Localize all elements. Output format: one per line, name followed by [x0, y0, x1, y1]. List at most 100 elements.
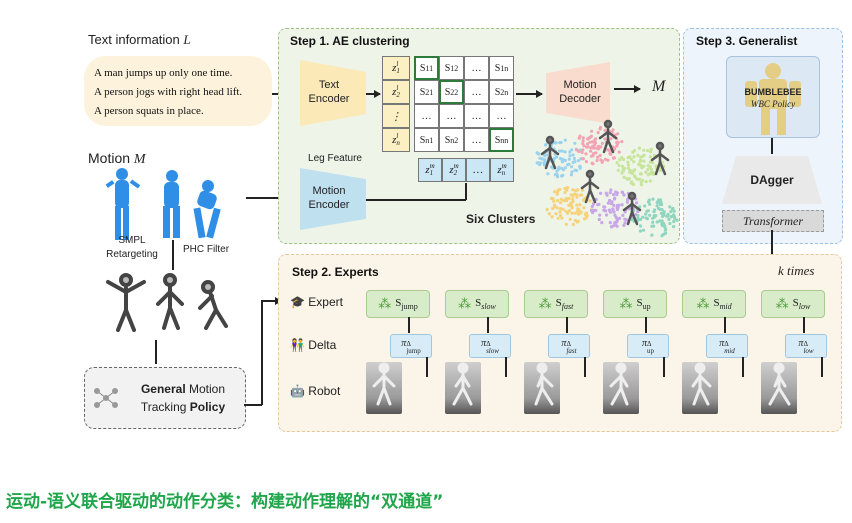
robot-pose-icon: [768, 362, 791, 406]
arrow-robot-to-delta: [821, 357, 823, 377]
network-icon: ⁂: [458, 296, 472, 311]
text-encoder: [300, 60, 366, 126]
general-motion-tracking-policy: General Motion Tracking Policy: [84, 367, 246, 429]
text-info-label: Text information L: [88, 32, 191, 47]
network-icon: ⁂: [619, 296, 633, 311]
text-line: A person squats in place.: [94, 105, 204, 117]
connector-policy-up: [261, 300, 263, 405]
retargeted-robot-figures: [106, 273, 228, 332]
step3-title: Step 3. Generalist: [696, 34, 798, 48]
arrow-robots-to-policy: [155, 340, 157, 364]
motion-decoder: [546, 62, 610, 124]
z-text-cell: ⋮: [382, 104, 410, 128]
network-icon: ⁂: [538, 296, 552, 311]
k-times-label: k times: [778, 263, 815, 278]
robot-pose-icon: [372, 362, 396, 406]
network-icon: ⁂: [775, 296, 789, 311]
dagger-label: DAgger: [750, 173, 794, 187]
arrow-smpl-down: [172, 240, 174, 270]
text-line: A man jumps up only one time.: [94, 67, 233, 79]
expert-label: Sfast: [555, 296, 574, 312]
robot-name: BUMBLEBEE: [744, 87, 802, 97]
network-icon: [94, 388, 118, 408]
network-icon: ⁂: [696, 296, 710, 311]
text-info-bubble: A man jumps up only one time. A person j…: [84, 56, 272, 126]
connector-experts-to-transformer: [771, 230, 773, 254]
expert-box-low: ⁂Slow: [761, 290, 825, 318]
robot-pose-icon: [609, 362, 629, 406]
bumblebee-robot-icon: [745, 63, 801, 135]
arrow-robot-to-delta: [505, 357, 507, 377]
expert-box-jump: ⁂Sjump: [366, 290, 430, 318]
expert-box-mid: ⁂Smid: [682, 290, 746, 318]
arrow-expert-to-delta: [645, 317, 647, 333]
expert-row-label: 🎓 Expert: [290, 295, 343, 309]
robot-icon: 🤖: [290, 384, 305, 398]
six-clusters-label: Six Clusters: [466, 212, 536, 226]
caption: 运动-语义联合驱动的动作分类：构建动作理解的“双通道”: [6, 492, 444, 512]
delta-row-label: 👫 Delta: [290, 338, 337, 352]
arrow-decoder-out: [614, 85, 641, 92]
arrow-robot-to-delta: [663, 357, 665, 377]
expert-label: Smid: [713, 296, 732, 312]
motion-encoder: [300, 168, 366, 230]
people-icon: 👫: [290, 338, 305, 352]
matrix-cell: …: [464, 56, 489, 80]
expert-label: Sjump: [395, 296, 418, 312]
expert-label: Sslow: [475, 296, 496, 312]
network-icon: ⁂: [378, 296, 392, 311]
smpl-retargeting-label: SMPL Retargeting: [106, 235, 158, 260]
policy-rest2: Tracking: [140, 400, 190, 414]
expert-label: Slow: [792, 296, 811, 312]
arrow-expert-to-delta: [803, 317, 805, 333]
matrix-cell: …: [464, 128, 489, 152]
arrow-robot-to-delta: [584, 357, 586, 377]
phc-filter-label: PHC Filter: [182, 244, 230, 255]
arrow-robot-to-delta: [426, 357, 428, 377]
cluster-scatter-plot: [535, 119, 679, 238]
arrow-expert-to-delta: [566, 317, 568, 333]
expert-box-fast: ⁂Sfast: [524, 290, 588, 318]
matrix-cell: …: [464, 80, 489, 104]
step1-title: Step 1. AE clustering: [290, 34, 410, 48]
transformer-block: Transformer: [722, 210, 824, 232]
arrow-dagger-up: [771, 138, 773, 154]
connector-motion-encoder: [366, 199, 466, 201]
text-line: A person jogs with right head lift.: [94, 86, 243, 98]
smpl-human-figures: [105, 168, 221, 240]
leg-feature-label: Leg Feature: [308, 153, 362, 164]
robot-pose-icon: [691, 362, 712, 406]
arrow-robot-to-delta: [742, 357, 744, 377]
connector-policy-right: [244, 404, 262, 406]
matrix-cell: …: [489, 104, 514, 128]
